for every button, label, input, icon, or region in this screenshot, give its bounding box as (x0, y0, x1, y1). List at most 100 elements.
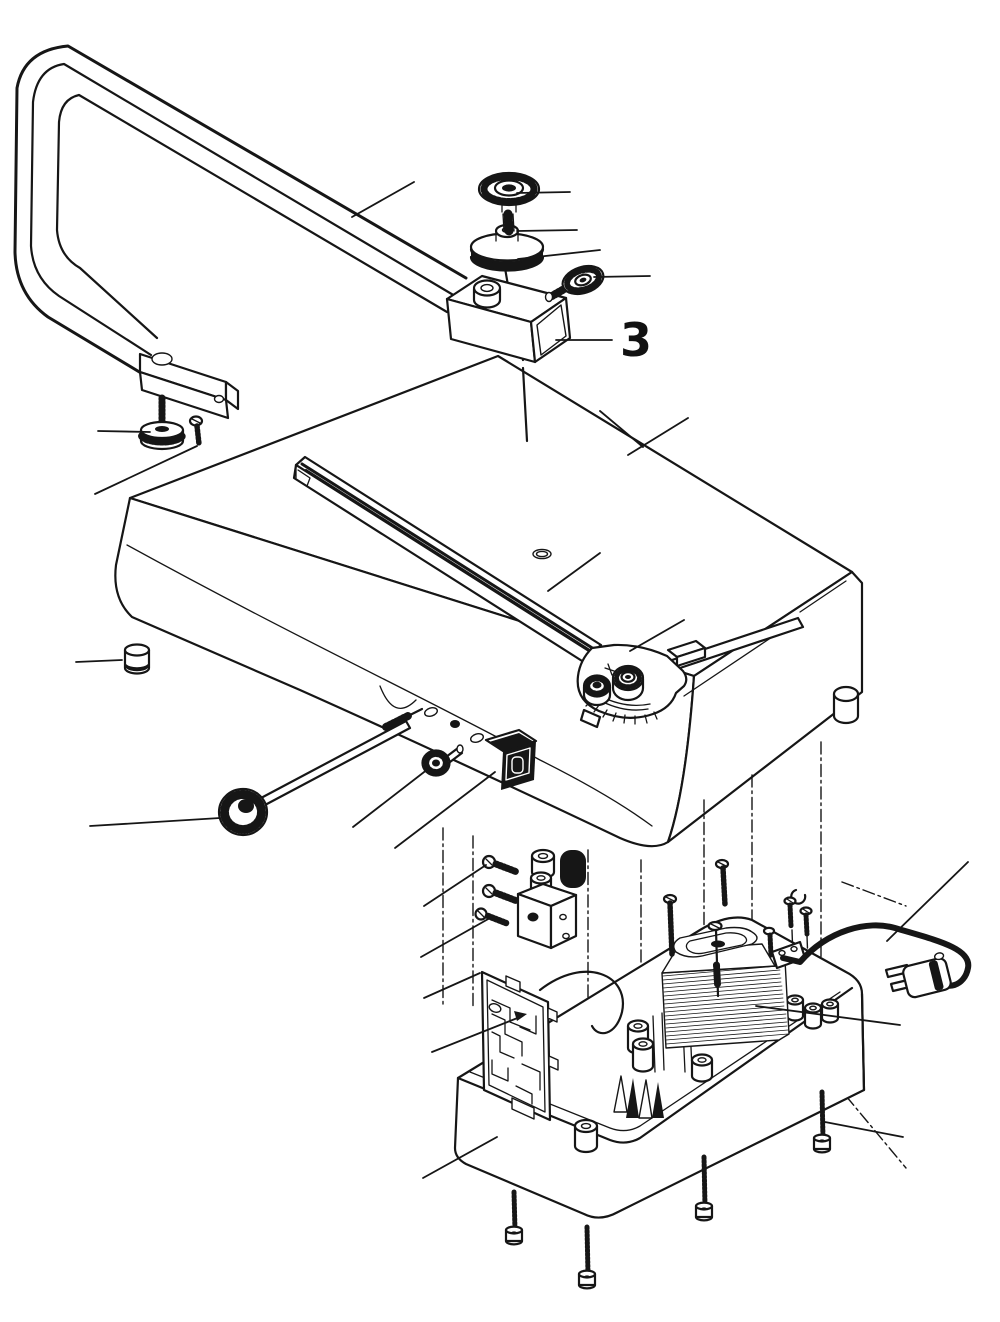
gauge-foot-tab (579, 708, 602, 729)
tension-rod-knob (217, 787, 269, 837)
leader-table-a (627, 417, 689, 456)
blower-scoop (379, 685, 417, 709)
adjust-knob (421, 744, 464, 777)
leader-pcb (431, 1016, 521, 1053)
base-rim-outer (456, 986, 854, 1144)
pcb-tab-top (505, 975, 521, 993)
base-right-edge (860, 992, 866, 1092)
housing-right-foot (832, 685, 860, 725)
arm-clamp-screw (188, 415, 204, 447)
miter-gauge (576, 616, 805, 729)
screw-g (577, 1224, 597, 1290)
base-rim-inner (469, 991, 841, 1132)
motor-screw (707, 920, 723, 998)
leader-transformer (755, 1005, 901, 1026)
switch-bezel (505, 747, 531, 781)
cord-clamp-screws (762, 896, 813, 958)
housing-front-right-face (666, 570, 864, 844)
blade-clamp-boss (472, 279, 502, 309)
block-threaded-hole (527, 912, 539, 922)
tension-knob-thread (503, 209, 514, 236)
pcb-tab-right-1 (547, 1007, 558, 1023)
arm-end-hole (213, 394, 225, 404)
rail-near-end (295, 456, 311, 487)
leader-adjust-knob (352, 768, 429, 828)
pcb-traces (491, 999, 541, 1105)
pan-screw-2 (481, 883, 521, 905)
leader-tension-knob (516, 191, 571, 194)
motor-wire (538, 970, 625, 1035)
leader-clamp-screw (94, 445, 198, 495)
indicator-dot (450, 720, 460, 728)
knurled-thumbscrew (544, 264, 605, 303)
leader-cord (886, 861, 969, 942)
base-shell (453, 858, 866, 1219)
switch-rocker (511, 756, 524, 774)
leader-arm (351, 181, 415, 218)
pan-screw-1 (481, 854, 521, 876)
leader-gauge (629, 619, 685, 652)
tension-knob (477, 171, 541, 236)
callout-3: 3 (555, 313, 652, 367)
gauge-bar-tab-front (675, 646, 707, 668)
leader-switch (394, 771, 496, 849)
leader-rod-knob (89, 817, 221, 827)
bow-arm-inner-edge (55, 93, 449, 340)
pcb-tab-bottom (511, 1097, 535, 1120)
leader-washer (516, 229, 578, 232)
edge-groove-2 (799, 580, 847, 613)
base-screws (504, 1089, 832, 1290)
rod-tip (406, 707, 424, 718)
leader-thumbscrew (593, 275, 651, 278)
base-long-screws (662, 858, 730, 958)
bow-arm-outer-edge (13, 44, 468, 378)
rod-hole (423, 706, 439, 718)
leader-pulley (517, 249, 601, 260)
worktable-housing (114, 354, 864, 888)
blade-guard-head (445, 274, 572, 364)
leader-block (423, 972, 481, 999)
housing-front-boss (530, 848, 586, 888)
arm-clamp-thumbnut (138, 394, 186, 451)
power-cord (780, 922, 972, 999)
screw-e (812, 1089, 832, 1154)
arm-end-block (138, 352, 240, 420)
housing-crease (126, 544, 653, 827)
callout-3-label: 3 (620, 313, 652, 367)
power-switch (484, 728, 538, 790)
standoff-bosses (573, 994, 840, 1154)
rail-slot-dark-1 (300, 462, 599, 653)
gauge-stop-knob (582, 674, 612, 707)
rail-slot-dark-2 (304, 468, 601, 658)
leader-rail (547, 552, 601, 592)
miter-track-rail (292, 455, 603, 668)
screw-h (694, 1154, 714, 1222)
leader-base (422, 1136, 498, 1179)
leader-table-b (599, 410, 644, 448)
leader-foot (75, 659, 123, 663)
table-insert-hole (532, 548, 552, 560)
arm-hole (151, 352, 173, 366)
guard-opening (536, 304, 567, 356)
rubber-foot (123, 643, 151, 675)
bow-arm-ridge-edge (29, 62, 457, 357)
gauge-lock-knob (611, 664, 645, 702)
front-controls (423, 706, 538, 790)
thumbnut-knurl (138, 432, 186, 446)
leader-thumbnut (97, 430, 151, 433)
housing-front-foot (560, 850, 586, 888)
screw-f (504, 1189, 524, 1246)
bow-arm (13, 44, 468, 420)
leader-screw2 (420, 917, 491, 958)
leader-screw-e (824, 1121, 904, 1138)
power-plug (884, 952, 952, 999)
knob-hole (469, 732, 485, 744)
pcb-tab-right-2 (548, 1055, 559, 1071)
pan-screw-3 (474, 907, 510, 927)
rod-thread (382, 712, 412, 731)
transformer (661, 920, 790, 1049)
clamp-block (516, 871, 578, 950)
mounting-screws (474, 854, 521, 927)
